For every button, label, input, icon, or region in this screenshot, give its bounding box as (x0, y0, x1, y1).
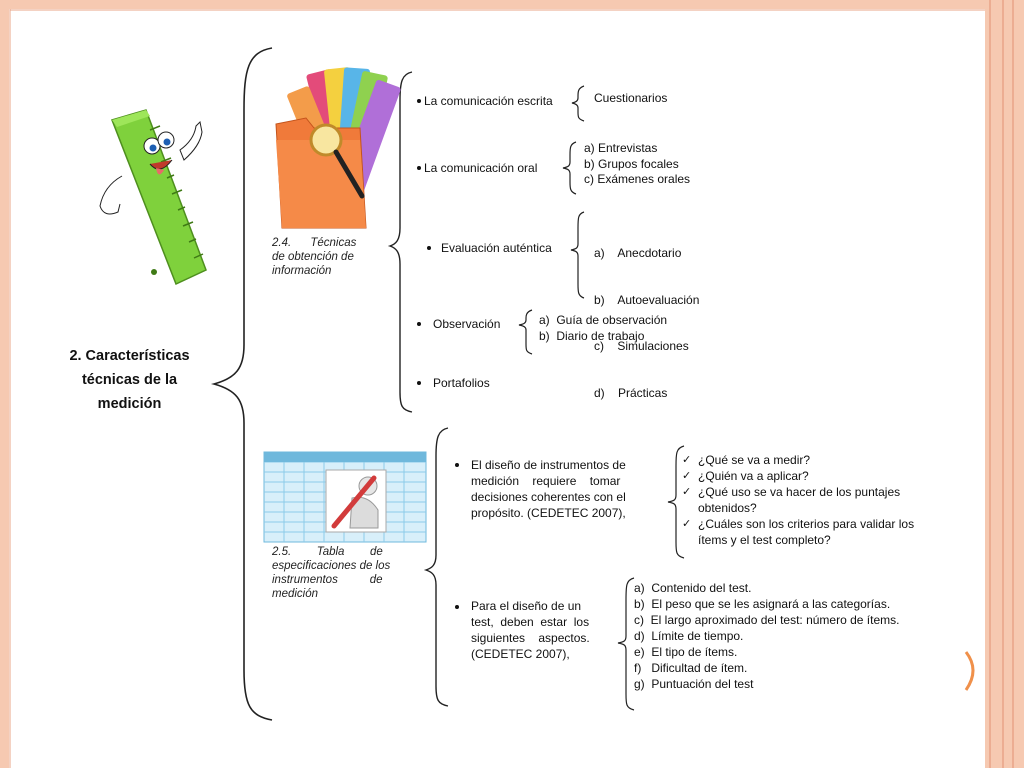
ruler-mascot-icon (99, 109, 207, 286)
aspect-item-f: f) Dificultad de ítem. (634, 661, 748, 675)
bullet-block1 (455, 463, 459, 467)
section-25-title-line-3: instrumentos de (272, 574, 383, 586)
block1-line-3: decisiones coherentes con el (471, 490, 626, 504)
check-item-3-cont: obtenidos? (698, 501, 757, 515)
block1-check-list: ¿Qué se va a medir? ¿Quién va a aplicar?… (682, 452, 914, 548)
main-brace (210, 47, 273, 721)
technique-observation-sub-2: b) Diario de trabajo (539, 328, 645, 343)
block2-line-1: Para el diseño de un (471, 599, 582, 613)
technique-observation-sub-1: a) Guía de observación (539, 313, 668, 327)
aspect-item-e: e) El tipo de ítems. (634, 645, 738, 659)
technique-written-sub-1: Cuestionarios (594, 91, 668, 105)
main-title-line-2: técnicas de la (81, 372, 178, 388)
block2-aspect-list: a) Contenido del test. b) El peso que se… (634, 580, 899, 692)
technique-authentic-sub-3: c) Simulaciones (594, 339, 689, 353)
brace-checks (667, 445, 685, 559)
brace-techniques (387, 71, 413, 413)
block2-paragraph: Para el diseño de un test, deben estar l… (471, 598, 602, 662)
check-item-4-cont: ítems y el test completo? (698, 533, 831, 547)
left-frame-strip (0, 0, 9, 768)
aspect-item-b: b) El peso que se les asignará a las cat… (634, 597, 891, 611)
block1-line-4: propósito. (CEDETEC 2007), (471, 506, 626, 520)
technique-oral-list: a) Entrevistas b) Grupos focales c) Exám… (584, 141, 690, 188)
bullet-authentic (427, 246, 431, 250)
brace-authentic (570, 211, 585, 299)
technique-oral-sub-1: a) Entrevistas (584, 141, 658, 155)
block2-line-3: siguientes aspectos. (471, 631, 590, 645)
brace-observation (518, 309, 533, 355)
table-writer-icon (263, 451, 427, 543)
technique-portfolios: Portafolios (433, 376, 490, 390)
section-24-title-line-1: 2.4. Técnicas (272, 237, 357, 249)
folder-magnifier-icon (275, 67, 401, 229)
block1-line-1: El diseño de instrumentos de (471, 458, 626, 472)
brace-written (571, 85, 585, 122)
orange-arc-decoration (964, 651, 975, 691)
technique-oral-sub-2: b) Grupos focales (584, 156, 679, 171)
top-frame-strip (0, 0, 1024, 9)
bullet-oral (417, 166, 421, 170)
bullet-written (417, 99, 421, 103)
section-25-title-line-1: 2.5. Tabla de (272, 546, 383, 558)
block2-line-2: test, deben estar los (471, 615, 590, 629)
technique-observation: Observación (433, 317, 501, 331)
technique-authentic-sub-1: a) Anecdotario (594, 246, 682, 260)
check-item-2: ¿Quién va a aplicar? (682, 468, 914, 484)
technique-authentic: Evaluación auténtica (441, 241, 552, 255)
brace-specifications (423, 427, 449, 707)
right-frame-strip (985, 0, 1024, 768)
main-title-line-3: medición (97, 396, 162, 412)
main-title: 2. Características técnicas de la medici… (52, 344, 207, 416)
section-25-title-line-4: medición (272, 588, 319, 600)
check-item-4: ¿Cuáles son los criterios para validar l… (682, 516, 914, 532)
brace-oral (562, 141, 577, 195)
section-24-title-line-2: de obtención de (272, 251, 354, 263)
section-24-title-line-3: información (272, 265, 332, 277)
technique-oral-sub-3: c) Exámenes orales (584, 172, 691, 186)
section-24-title: 2.4. Técnicas de obtención de informació… (272, 236, 376, 278)
technique-authentic-sub-4: d) Prácticas (594, 385, 668, 400)
technique-observation-list: a) Guía de observación b) Diario de trab… (539, 313, 667, 344)
technique-authentic-list: a) Anecdotario b) Autoevaluación c) Simu… (594, 215, 699, 417)
technique-oral: La comunicación oral (424, 161, 538, 175)
aspect-item-a: a) Contenido del test. (634, 581, 752, 595)
block1-paragraph: El diseño de instrumentos de medición re… (471, 457, 645, 521)
check-item-1: ¿Qué se va a medir? (682, 452, 914, 468)
section-25-title-line-2: especificaciones de los (272, 560, 391, 572)
aspect-item-g: g) Puntuación del test (634, 677, 754, 691)
bullet-portfolios (417, 381, 421, 385)
brace-aspects (617, 577, 635, 711)
bullet-block2 (455, 605, 459, 609)
section-25-title: 2.5. Tabla de especificaciones de los in… (272, 545, 420, 601)
technique-written: La comunicación escrita (424, 94, 553, 108)
check-item-3: ¿Qué uso se va hacer de los puntajes (682, 484, 914, 500)
block2-line-4: (CEDETEC 2007), (471, 647, 570, 661)
aspect-item-c: c) El largo aproximado del test: número … (634, 613, 900, 627)
technique-authentic-sub-2: b) Autoevaluación (594, 292, 700, 307)
main-title-line-1: 2. Características (69, 348, 190, 364)
bullet-observation (417, 322, 421, 326)
aspect-item-d: d) Límite de tiempo. (634, 629, 744, 643)
block1-line-2: medición requiere tomar (471, 474, 621, 488)
